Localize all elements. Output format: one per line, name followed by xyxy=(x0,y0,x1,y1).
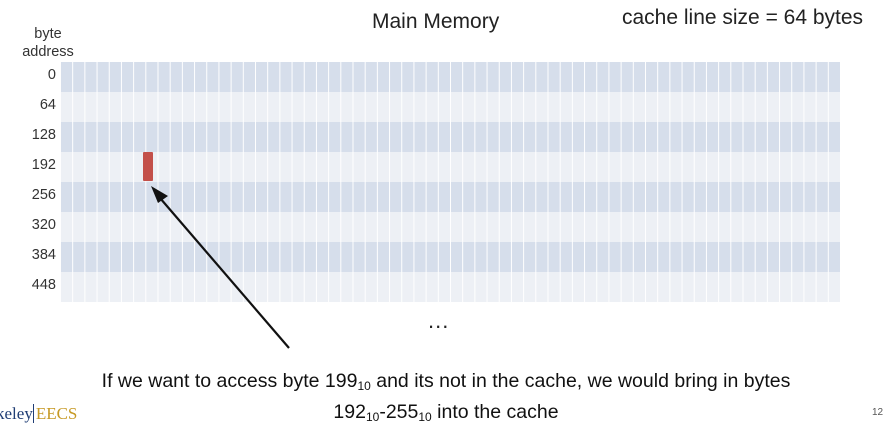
row-label-0: 0 xyxy=(47,67,56,83)
caption-line-2: 19210-25510 into the cache xyxy=(40,399,852,430)
row-label-384: 384 xyxy=(31,247,56,263)
caption-text-2a: 192 xyxy=(333,401,366,423)
caption-text-1b: and its not in the cache, we would bring… xyxy=(370,370,791,392)
memory-row-448 xyxy=(60,272,840,302)
memory-row-0 xyxy=(60,62,840,92)
row-label-192: 192 xyxy=(31,157,56,173)
arrow-shaft xyxy=(159,197,290,349)
diagram-title: Main Memory xyxy=(372,10,500,33)
logo-eecs-text: EECS xyxy=(32,404,78,423)
cache-line-size-note: cache line size = 64 bytes xyxy=(622,6,864,29)
caption: If we want to access byte 19910 and its … xyxy=(40,368,852,430)
row-label-448: 448 xyxy=(31,277,56,293)
memory-row-320 xyxy=(60,212,840,242)
row-label-64: 64 xyxy=(39,97,56,113)
caption-subscript-1: 10 xyxy=(357,379,371,393)
page-number: 12 xyxy=(872,407,884,418)
row-label-320: 320 xyxy=(31,217,56,233)
ellipsis-more-rows: ... xyxy=(428,308,450,333)
memory-row-256 xyxy=(60,182,840,212)
memory-row-384 xyxy=(60,242,840,272)
row-label-256: 256 xyxy=(31,187,56,203)
memory-grid xyxy=(60,62,840,302)
caption-subscript-2a: 10 xyxy=(365,410,380,424)
caption-subscript-2b: 10 xyxy=(418,410,432,424)
caption-text-2b: -255 xyxy=(379,401,419,423)
row-label-128: 128 xyxy=(31,127,56,143)
caption-text-2c: into the cache xyxy=(431,401,559,423)
logo-berkeley-text: keley xyxy=(0,404,33,423)
memory-row-64 xyxy=(60,92,840,122)
memory-row-128 xyxy=(60,122,840,152)
caption-text-1a: If we want to access byte 199 xyxy=(101,370,358,392)
caption-line-1: If we want to access byte 19910 and its … xyxy=(40,368,852,399)
highlighted-byte-199 xyxy=(143,152,153,181)
memory-row-192 xyxy=(60,152,840,182)
arrow-head xyxy=(151,186,168,203)
byte-address-header: byte address xyxy=(22,26,74,60)
